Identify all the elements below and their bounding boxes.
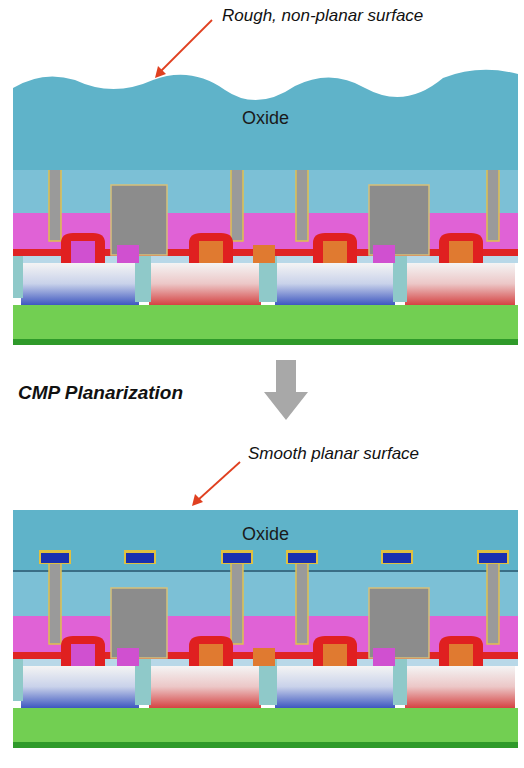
layer-label: Oxide bbox=[242, 524, 289, 545]
callout-label: Rough, non-planar surface bbox=[222, 6, 423, 26]
leader-head bbox=[155, 66, 166, 78]
leader-line bbox=[160, 20, 212, 72]
leader-line bbox=[198, 462, 240, 500]
leader-head bbox=[192, 494, 203, 506]
layer-label: Oxide bbox=[242, 108, 289, 129]
process-arrow bbox=[264, 360, 308, 420]
bottom-stack bbox=[13, 536, 518, 748]
callout-label: Smooth planar surface bbox=[248, 444, 419, 464]
oxide-layer: Oxide bbox=[13, 510, 518, 550]
process-label: CMP Planarization bbox=[18, 382, 183, 404]
oxide-layer: Oxide bbox=[13, 62, 518, 170]
